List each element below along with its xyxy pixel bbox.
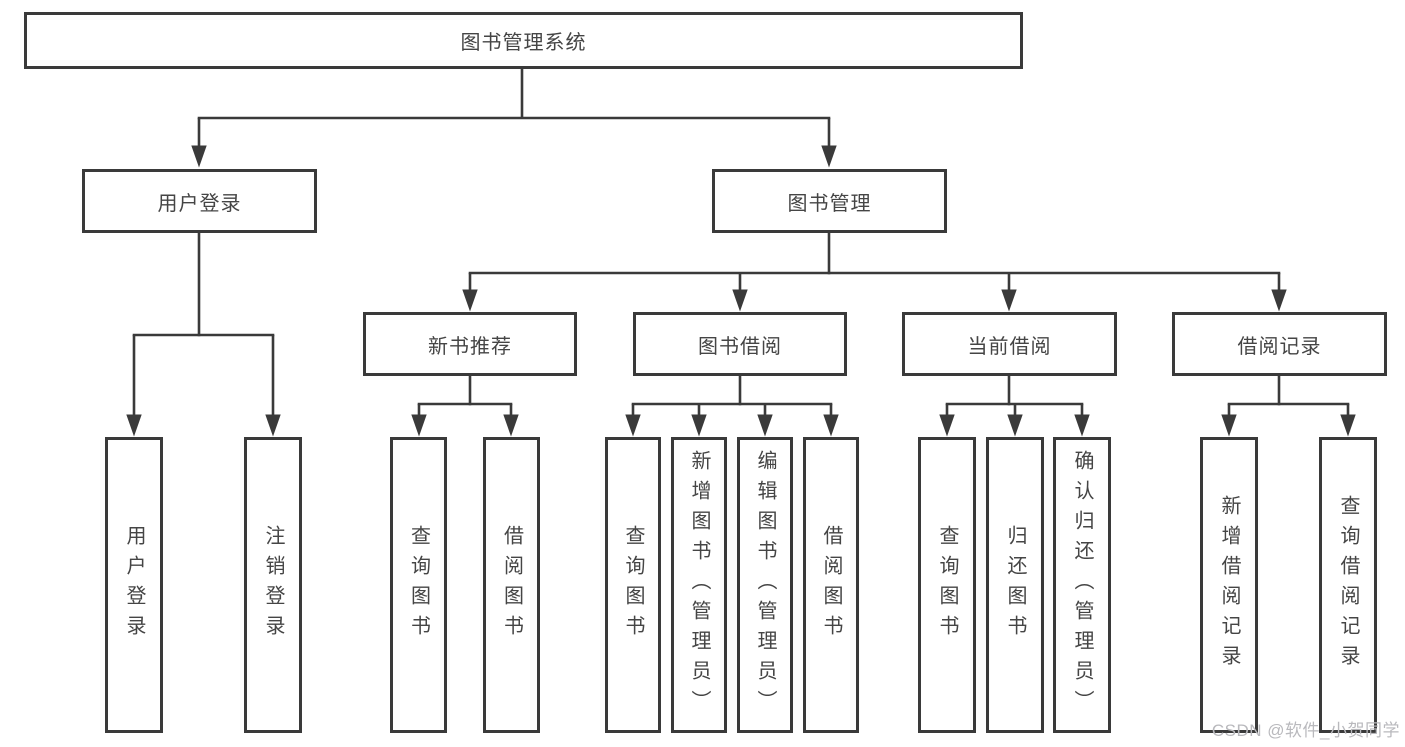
leaf-edit-book-admin: 编辑图书（管理员）: [737, 437, 793, 733]
node-book-borrow: 图书借阅: [633, 312, 847, 376]
arrow-to-leaf-query-book-rec: [411, 404, 427, 437]
node-user-login: 用户登录: [82, 169, 317, 233]
arrow-to-leaf-query-borrow-record: [1340, 404, 1356, 437]
leaf-query-book-current: 查询图书: [918, 437, 976, 733]
arrow-to-current-borrow: [1001, 273, 1017, 312]
node-root-system: 图书管理系统: [24, 12, 1023, 69]
leaf-logout: 注销登录: [244, 437, 302, 733]
leaf-user-login: 用户登录: [105, 437, 163, 733]
arrow-to-leaf-borrow-book-rec: [503, 404, 519, 437]
leaf-borrow-book-rec: 借阅图书: [483, 437, 540, 733]
leaf-return-book: 归还图书: [986, 437, 1044, 733]
arrow-to-leaf-borrow-book: [823, 404, 839, 437]
leaf-query-book-rec: 查询图书: [390, 437, 447, 733]
node-new-book-recommend: 新书推荐: [363, 312, 577, 376]
arrow-to-borrow-record: [1271, 273, 1287, 312]
arrow-to-book-borrow: [732, 273, 748, 312]
arrow-to-book-management: [821, 118, 837, 168]
arrow-to-leaf-query-book-current: [939, 404, 955, 437]
arrow-to-user-login: [191, 118, 207, 168]
leaf-add-borrow-record: 新增借阅记录: [1200, 437, 1258, 733]
arrow-to-leaf-user-login: [126, 335, 142, 437]
arrow-to-leaf-return-book: [1007, 404, 1023, 437]
leaf-borrow-book: 借阅图书: [803, 437, 859, 733]
arrow-to-leaf-logout: [265, 335, 281, 437]
arrow-to-leaf-add-borrow-record: [1221, 404, 1237, 437]
arrow-to-new-book-rec: [462, 273, 478, 312]
csdn-watermark: CSDN @软件_小贺同学: [1211, 721, 1400, 740]
leaf-add-book-admin: 新增图书（管理员）: [671, 437, 727, 733]
leaf-confirm-return-admin: 确认归还（管理员）: [1053, 437, 1111, 733]
arrow-to-leaf-add-book: [691, 404, 707, 437]
node-current-borrow: 当前借阅: [902, 312, 1117, 376]
arrow-to-leaf-query-book-borrow: [625, 404, 641, 437]
leaf-query-borrow-record: 查询借阅记录: [1319, 437, 1377, 733]
node-borrow-record: 借阅记录: [1172, 312, 1387, 376]
node-book-management: 图书管理: [712, 169, 947, 233]
leaf-query-book-borrow: 查询图书: [605, 437, 661, 733]
arrow-to-leaf-confirm-return: [1074, 404, 1090, 437]
arrow-to-leaf-edit-book: [757, 404, 773, 437]
